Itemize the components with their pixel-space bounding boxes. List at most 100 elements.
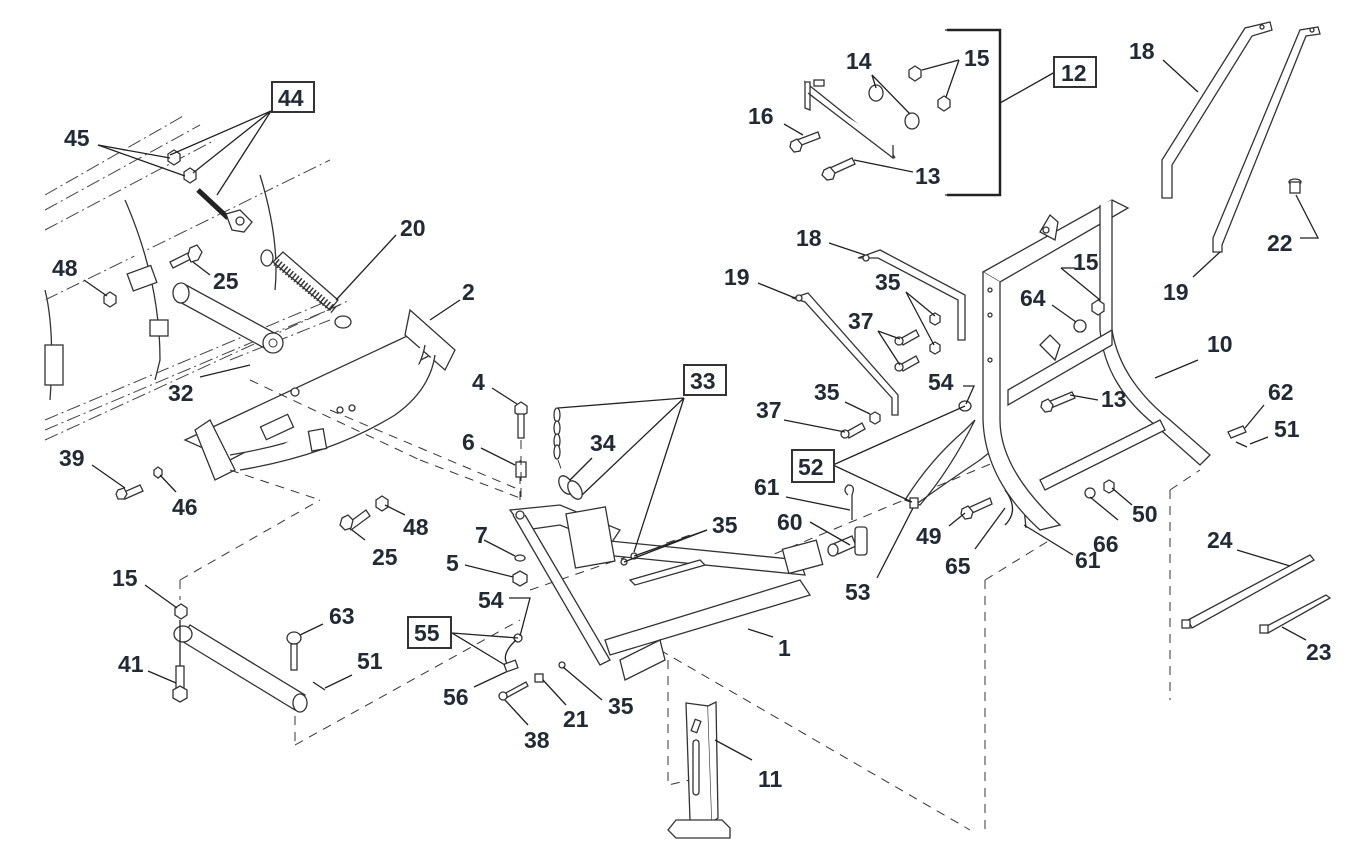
callout-44: 44 (278, 85, 304, 111)
bolts-37-nuts-35 (840, 312, 941, 439)
callout-16: 16 (748, 103, 774, 129)
bolt-13-group (821, 157, 856, 181)
callout-12: 12 (1061, 60, 1087, 86)
callout-64: 64 (1020, 285, 1046, 311)
bolt-16 (789, 131, 821, 153)
cotter-pin-51 (312, 681, 326, 691)
nut-15-lower (174, 603, 188, 620)
callout-51: 51 (357, 648, 383, 674)
callout-1: 1 (778, 635, 791, 661)
nut-48 (103, 291, 117, 308)
callout-18: 18 (796, 225, 822, 251)
callout-48: 48 (52, 255, 78, 281)
jack-stand-11 (667, 700, 731, 839)
callout-11: 11 (758, 766, 783, 792)
callout-61: 61 (754, 474, 780, 500)
callout-13: 13 (915, 163, 941, 189)
bracket-52 (904, 400, 991, 509)
spring-34 (558, 475, 583, 500)
bolt-39 (115, 484, 144, 500)
callout-34: 34 (590, 430, 616, 456)
callout-35: 35 (875, 269, 901, 295)
hinge-pin-44 (196, 188, 253, 233)
callout-5: 5 (446, 550, 459, 576)
callout-33: 33 (690, 368, 716, 394)
pin-61-60 (827, 484, 868, 557)
callout-65: 65 (945, 553, 971, 579)
spacer-14 (868, 84, 920, 130)
brace-18-right (1161, 21, 1273, 199)
brace-19-right (1212, 26, 1321, 253)
frame-1 (508, 504, 824, 681)
callout-41: 41 (118, 651, 144, 677)
callout-19: 19 (1163, 279, 1189, 305)
callout-2: 2 (462, 279, 475, 305)
callout-10: 10 (1207, 331, 1233, 357)
callout-37: 37 (848, 308, 874, 334)
callout-15: 15 (1073, 249, 1099, 275)
bolt-25-upper (169, 244, 203, 269)
spacer-64-nut-15 (1073, 299, 1105, 333)
callout-box-55 (407, 616, 452, 649)
bolt-4 (514, 401, 528, 500)
callout-53: 53 (845, 579, 871, 605)
callout-46: 46 (172, 494, 198, 520)
callout-61: 61 (1075, 547, 1101, 573)
callout-14: 14 (846, 48, 872, 74)
callout-13: 13 (1101, 386, 1127, 412)
washer-nut-7-5 (512, 554, 528, 587)
callout-56: 56 (443, 684, 469, 710)
mount-frame-10 (981, 199, 1211, 531)
nut-45 (167, 149, 197, 184)
callout-49: 49 (916, 523, 942, 549)
callout-23: 23 (1306, 639, 1332, 665)
callout-50: 50 (1132, 501, 1158, 527)
cylinder-32 (172, 282, 284, 354)
brace-18-mid (857, 249, 966, 341)
callout-37: 37 (756, 397, 782, 423)
callout-63: 63 (329, 603, 355, 629)
callout-box-33 (683, 364, 727, 396)
cap-22 (1288, 178, 1302, 194)
callout-24: 24 (1207, 527, 1233, 553)
pin-62-cotter-51 (1227, 425, 1248, 448)
callout-7: 7 (475, 522, 488, 548)
pin-63 (286, 631, 302, 671)
callout-54: 54 (478, 587, 504, 613)
callout-21: 21 (563, 706, 589, 732)
bolt-25-lower (339, 509, 371, 531)
bolt-41 (172, 620, 188, 703)
callout-35: 35 (608, 693, 634, 719)
nut-48-lower (375, 495, 389, 512)
callout-39: 39 (59, 445, 85, 471)
cable-tie-24 (1181, 554, 1315, 629)
bracket-12-group (803, 28, 1056, 197)
pin-lock-55 (503, 633, 523, 673)
callout-35: 35 (712, 512, 738, 538)
plow-blade (44, 114, 351, 441)
callout-20: 20 (400, 215, 426, 241)
callout-54: 54 (928, 369, 954, 395)
callout-6: 6 (462, 429, 475, 455)
callout-48: 48 (403, 514, 429, 540)
bolt-38-spacer-21-nut-35 (498, 661, 566, 701)
pin-shaft (173, 624, 308, 713)
callout-25: 25 (372, 544, 398, 570)
callout-4: 4 (472, 369, 485, 395)
brace-19-mid (790, 292, 899, 416)
spring-20 (260, 249, 352, 329)
callout-box-52 (791, 449, 835, 483)
leader-lines (83, 59, 1320, 761)
callout-38: 38 (524, 727, 550, 753)
callout-25: 25 (213, 268, 239, 294)
callout-15: 15 (112, 565, 138, 591)
callout-22: 22 (1267, 230, 1293, 256)
callout-box-44 (271, 81, 315, 113)
callout-15: 15 (964, 45, 990, 71)
callout-52: 52 (798, 454, 824, 480)
chain-33 (553, 407, 566, 481)
a-frame-2 (183, 308, 456, 481)
callout-32: 32 (168, 380, 194, 406)
callout-18: 18 (1129, 38, 1155, 64)
